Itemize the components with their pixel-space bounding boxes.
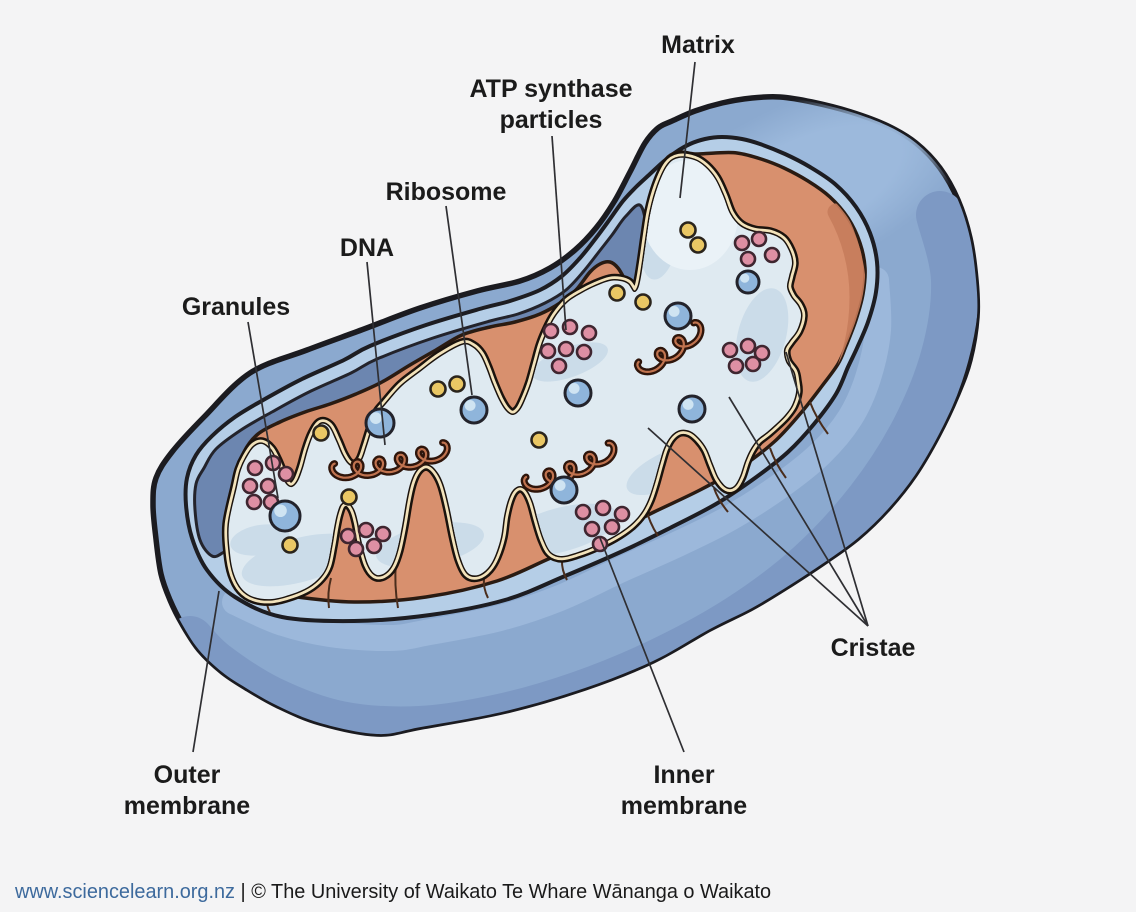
svg-text:Cristae: Cristae [831, 634, 916, 662]
svg-text:particles: particles [500, 106, 603, 134]
svg-text:DNA: DNA [340, 234, 394, 262]
svg-text:ATP synthase: ATP synthase [469, 75, 632, 103]
svg-text:Inner: Inner [653, 761, 714, 789]
svg-text:www.sciencelearn.org.nz | © Th: www.sciencelearn.org.nz | © The Universi… [14, 881, 771, 903]
svg-text:membrane: membrane [124, 792, 251, 820]
svg-text:Ribosome: Ribosome [386, 178, 507, 206]
svg-text:membrane: membrane [621, 792, 748, 820]
svg-text:Granules: Granules [182, 293, 290, 321]
svg-text:Matrix: Matrix [661, 31, 735, 59]
svg-text:Outer: Outer [154, 761, 221, 789]
